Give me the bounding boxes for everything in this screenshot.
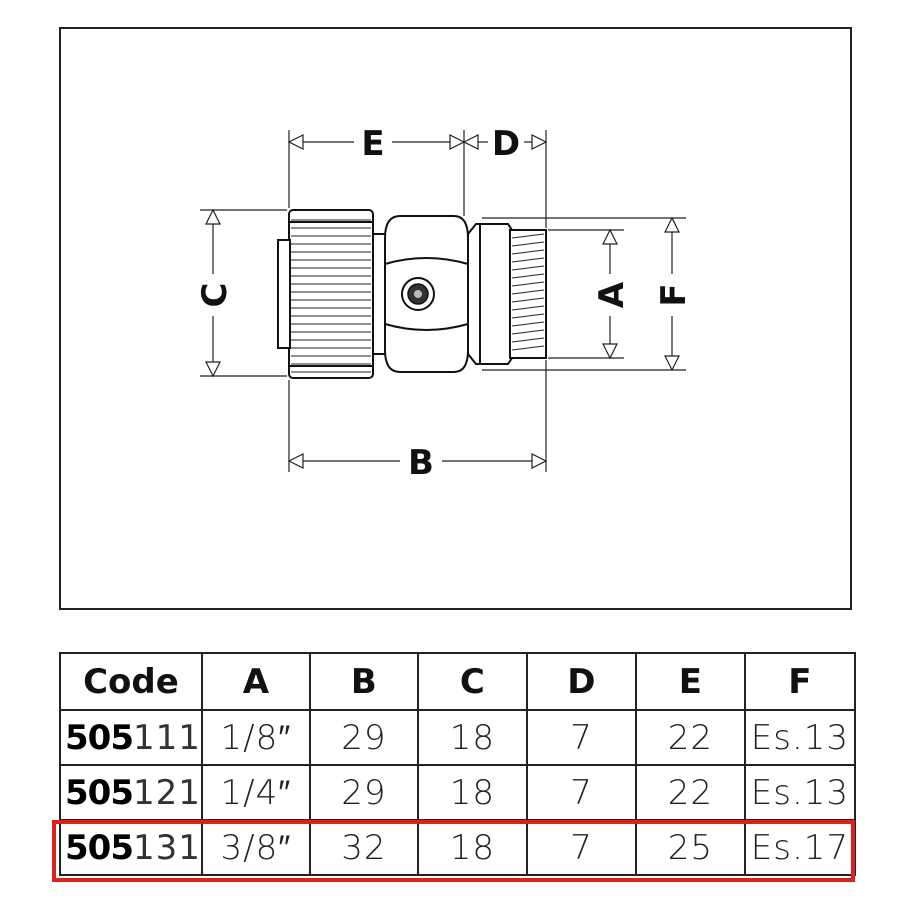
dimension-label-c: C bbox=[195, 283, 235, 308]
header-e: E bbox=[634, 652, 746, 711]
cell-code: 505131 bbox=[59, 819, 203, 876]
collar bbox=[467, 223, 513, 365]
header-f: F bbox=[743, 652, 856, 711]
dimension-f: F bbox=[654, 216, 694, 372]
thread-texture bbox=[511, 233, 545, 351]
cell-e: 22 bbox=[634, 709, 746, 766]
table-row-highlighted: 505131 3/8″ 32 18 7 25 Es.17 bbox=[59, 819, 856, 876]
code-suffix: 111 bbox=[132, 717, 201, 758]
cell-a: 3/8″ bbox=[200, 819, 311, 876]
dimension-d: D bbox=[462, 124, 548, 164]
fitting-technical-drawing: E D B C bbox=[195, 124, 694, 483]
dimension-label-d: D bbox=[492, 124, 520, 164]
cell-c: 18 bbox=[416, 709, 528, 766]
cell-c: 18 bbox=[416, 764, 528, 821]
code-prefix: 505 bbox=[65, 717, 134, 758]
table-header-row: Code A B C D E F bbox=[59, 652, 856, 711]
code-prefix: 505 bbox=[65, 827, 134, 868]
cell-f: Es.13 bbox=[743, 709, 856, 766]
header-c: C bbox=[416, 652, 528, 711]
header-a: A bbox=[200, 652, 311, 711]
threaded-end bbox=[509, 229, 547, 359]
cell-e: 22 bbox=[634, 764, 746, 821]
cell-a: 1/4″ bbox=[200, 764, 311, 821]
dimension-label-e: E bbox=[361, 124, 384, 164]
cell-b: 29 bbox=[308, 709, 419, 766]
dimension-label-f: F bbox=[654, 283, 694, 306]
code-prefix: 505 bbox=[65, 772, 134, 813]
dimension-c: C bbox=[195, 208, 235, 378]
cell-d: 7 bbox=[525, 819, 637, 876]
dimension-label-b: B bbox=[408, 443, 434, 483]
cell-f: Es.17 bbox=[743, 819, 856, 876]
header-b: B bbox=[308, 652, 419, 711]
knurl-texture bbox=[291, 219, 371, 373]
cell-d: 7 bbox=[525, 764, 637, 821]
knob-back-cap bbox=[277, 239, 291, 349]
cell-b: 29 bbox=[308, 764, 419, 821]
code-suffix: 121 bbox=[132, 772, 201, 813]
cell-a: 1/8″ bbox=[200, 709, 311, 766]
cell-f: Es.13 bbox=[743, 764, 856, 821]
dimension-a: A bbox=[592, 228, 632, 360]
table-row: 505121 1/4″ 29 18 7 22 Es.13 bbox=[59, 764, 856, 821]
dimension-b: B bbox=[287, 443, 548, 483]
extension-lines bbox=[200, 130, 686, 472]
cell-code: 505111 bbox=[59, 709, 203, 766]
code-suffix: 131 bbox=[132, 827, 201, 868]
cell-code: 505121 bbox=[59, 764, 203, 821]
dimension-e: E bbox=[287, 124, 466, 164]
bleed-screw-hole bbox=[414, 290, 422, 298]
cell-d: 7 bbox=[525, 709, 637, 766]
knurled-knob bbox=[288, 209, 374, 379]
cell-c: 18 bbox=[416, 819, 528, 876]
header-d: D bbox=[525, 652, 637, 711]
cell-b: 32 bbox=[308, 819, 419, 876]
table-row: 505111 1/8″ 29 18 7 22 Es.13 bbox=[59, 709, 856, 766]
cell-e: 25 bbox=[634, 819, 746, 876]
dimension-label-a: A bbox=[592, 281, 632, 308]
dimensions-table: Code A B C D E F 505111 1/8″ 29 18 7 22 … bbox=[59, 652, 856, 876]
fitting-body bbox=[277, 209, 547, 379]
drawing-frame: E D B C bbox=[59, 27, 852, 610]
header-code: Code bbox=[59, 652, 203, 711]
